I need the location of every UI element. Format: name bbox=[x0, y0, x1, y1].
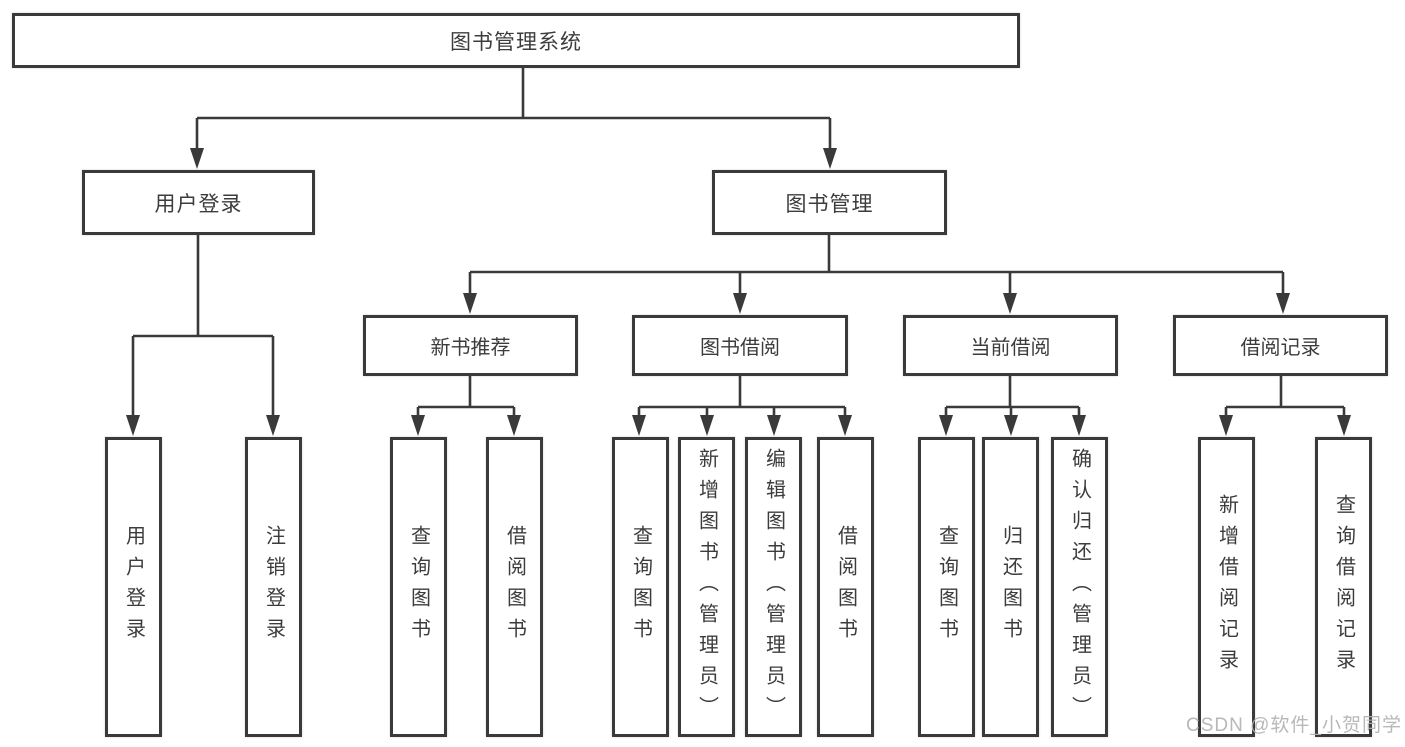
leaf-bb-query-book-label: 查询图书 bbox=[629, 525, 652, 649]
leaf-bb-edit-book-admin: 编辑图书（管理员） bbox=[745, 437, 802, 737]
csdn-watermark: CSDN @软件_小贺同学 bbox=[1186, 715, 1402, 736]
node-root-label: 图书管理系统 bbox=[450, 30, 582, 54]
leaf-bb-query-book: 查询图书 bbox=[612, 437, 669, 737]
leaf-br-add-record-label: 新增借阅记录 bbox=[1215, 494, 1238, 680]
leaf-cb-confirm-return-admin: 确认归还（管理员） bbox=[1051, 437, 1108, 737]
leaf-user-login: 用户登录 bbox=[105, 437, 162, 737]
leaf-bb-edit-book-admin-label: 编辑图书（管理员） bbox=[762, 447, 785, 727]
leaf-nb-borrow-book: 借阅图书 bbox=[486, 437, 543, 737]
leaf-br-query-record: 查询借阅记录 bbox=[1315, 437, 1372, 737]
node-current-borrow: 当前借阅 bbox=[903, 315, 1118, 376]
node-book-borrow: 图书借阅 bbox=[632, 315, 848, 376]
leaf-cb-confirm-return-admin-label: 确认归还（管理员） bbox=[1068, 447, 1091, 727]
node-current-borrow-label: 当前借阅 bbox=[970, 337, 1051, 359]
node-borrow-records: 借阅记录 bbox=[1173, 315, 1388, 376]
node-new-book-recommend-label: 新书推荐 bbox=[430, 337, 511, 359]
leaf-cb-query-book: 查询图书 bbox=[918, 437, 975, 737]
leaf-bb-add-book-admin: 新增图书（管理员） bbox=[678, 437, 735, 737]
leaf-br-add-record: 新增借阅记录 bbox=[1198, 437, 1255, 737]
node-user-login: 用户登录 bbox=[82, 170, 315, 235]
leaf-cb-return-book: 归还图书 bbox=[982, 437, 1039, 737]
leaf-logout-label: 注销登录 bbox=[262, 525, 285, 649]
leaf-nb-query-book: 查询图书 bbox=[390, 437, 447, 737]
leaf-logout: 注销登录 bbox=[245, 437, 302, 737]
leaf-bb-borrow-book: 借阅图书 bbox=[817, 437, 874, 737]
node-book-management: 图书管理 bbox=[712, 170, 947, 235]
leaf-br-query-record-label: 查询借阅记录 bbox=[1332, 494, 1355, 680]
leaf-cb-query-book-label: 查询图书 bbox=[935, 525, 958, 649]
node-user-login-label: 用户登录 bbox=[154, 192, 243, 216]
node-borrow-records-label: 借阅记录 bbox=[1240, 337, 1321, 359]
node-book-borrow-label: 图书借阅 bbox=[700, 337, 780, 359]
leaf-nb-borrow-book-label: 借阅图书 bbox=[503, 525, 526, 649]
leaf-bb-borrow-book-label: 借阅图书 bbox=[834, 525, 857, 649]
leaf-nb-query-book-label: 查询图书 bbox=[407, 525, 430, 649]
leaf-bb-add-book-admin-label: 新增图书（管理员） bbox=[695, 447, 718, 727]
node-root: 图书管理系统 bbox=[12, 13, 1020, 68]
leaf-cb-return-book-label: 归还图书 bbox=[999, 525, 1022, 649]
leaf-user-login-label: 用户登录 bbox=[122, 525, 145, 649]
node-book-management-label: 图书管理 bbox=[785, 192, 874, 216]
node-new-book-recommend: 新书推荐 bbox=[363, 315, 578, 376]
